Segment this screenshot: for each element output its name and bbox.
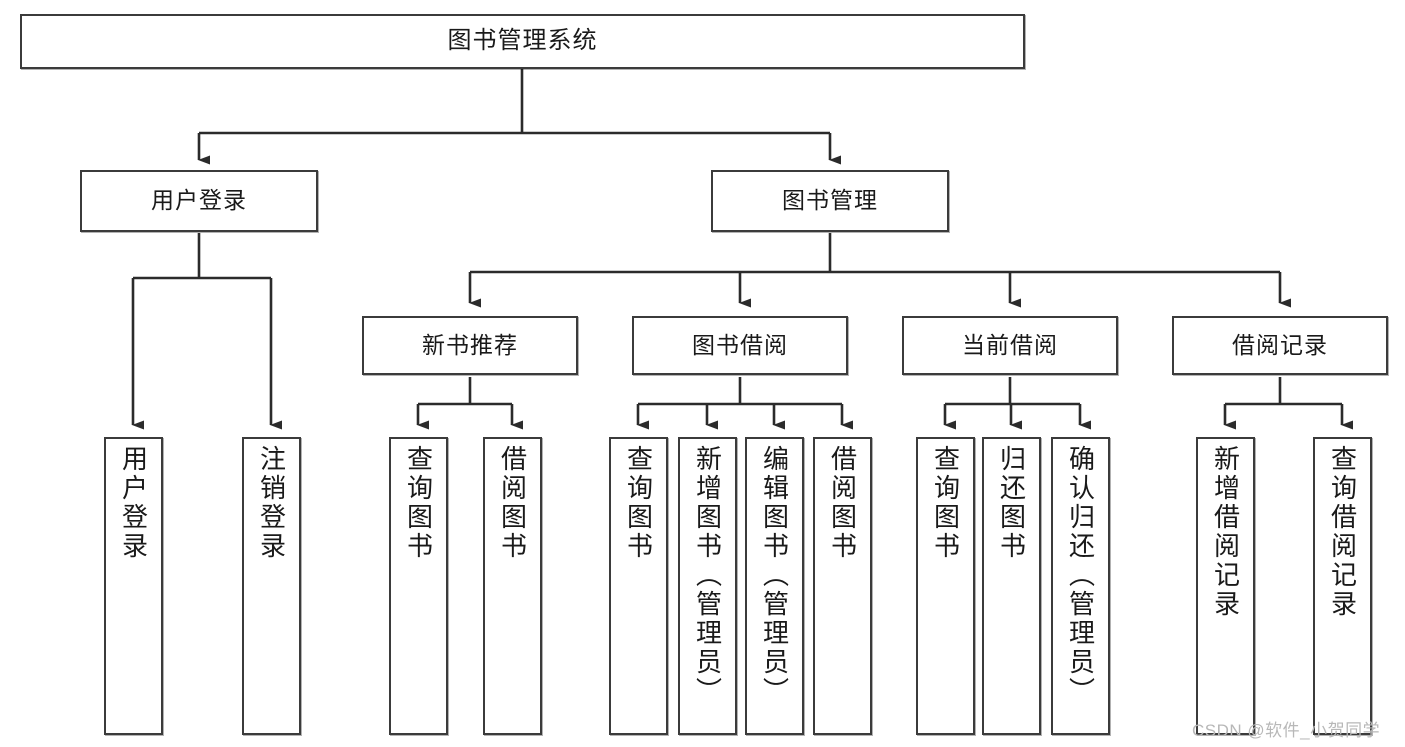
node-label: 借阅图书 xyxy=(827,445,858,561)
node-label: 借阅图书 xyxy=(497,445,528,561)
node-current-borrowing[interactable]: 当前借阅 xyxy=(902,316,1118,375)
leaf-edit-book-admin[interactable]: 编辑图书（管理员） xyxy=(745,437,804,735)
leaf-return-books[interactable]: 归还图书 xyxy=(982,437,1041,735)
node-label: 新增图书（管理员） xyxy=(692,445,723,706)
node-label: 用户登录 xyxy=(151,187,247,214)
node-label: 图书借阅 xyxy=(692,331,788,358)
node-book-borrowing[interactable]: 图书借阅 xyxy=(632,316,848,375)
node-label: 编辑图书（管理员） xyxy=(759,445,790,706)
leaf-logout[interactable]: 注销登录 xyxy=(242,437,301,735)
node-label: 用户登录 xyxy=(118,445,149,561)
leaf-borrow-books[interactable]: 借阅图书 xyxy=(813,437,872,735)
leaf-add-borrow-record[interactable]: 新增借阅记录 xyxy=(1196,437,1255,735)
node-borrow-records[interactable]: 借阅记录 xyxy=(1172,316,1388,375)
node-label: 查询图书 xyxy=(930,445,961,561)
node-label: 查询借阅记录 xyxy=(1327,445,1358,619)
node-user-login[interactable]: 用户登录 xyxy=(80,170,318,232)
node-label: 新书推荐 xyxy=(422,331,518,358)
leaf-query-books-recommend[interactable]: 查询图书 xyxy=(389,437,448,735)
leaf-query-books-borrow[interactable]: 查询图书 xyxy=(609,437,668,735)
leaf-query-books-current[interactable]: 查询图书 xyxy=(916,437,975,735)
node-label: 当前借阅 xyxy=(962,331,1058,358)
node-label: 确认归还（管理员） xyxy=(1065,445,1096,706)
node-new-book-recommendation[interactable]: 新书推荐 xyxy=(362,316,578,375)
leaf-confirm-return-admin[interactable]: 确认归还（管理员） xyxy=(1051,437,1110,735)
node-book-management[interactable]: 图书管理 xyxy=(711,170,949,232)
node-label: 归还图书 xyxy=(996,445,1027,561)
node-label: 注销登录 xyxy=(256,445,287,561)
node-label: 图书管理系统 xyxy=(447,27,598,55)
watermark: CSDN @软件_小贺同学 xyxy=(1192,721,1381,740)
node-label: 新增借阅记录 xyxy=(1210,445,1241,619)
node-label: 图书管理 xyxy=(782,187,878,214)
leaf-add-book-admin[interactable]: 新增图书（管理员） xyxy=(678,437,737,735)
node-root-library-management-system[interactable]: 图书管理系统 xyxy=(20,14,1025,69)
node-label: 借阅记录 xyxy=(1232,331,1328,358)
node-label: 查询图书 xyxy=(403,445,434,561)
leaf-borrow-books-recommend[interactable]: 借阅图书 xyxy=(483,437,542,735)
leaf-user-login[interactable]: 用户登录 xyxy=(104,437,163,735)
leaf-query-borrow-record[interactable]: 查询借阅记录 xyxy=(1313,437,1372,735)
node-label: 查询图书 xyxy=(623,445,654,561)
